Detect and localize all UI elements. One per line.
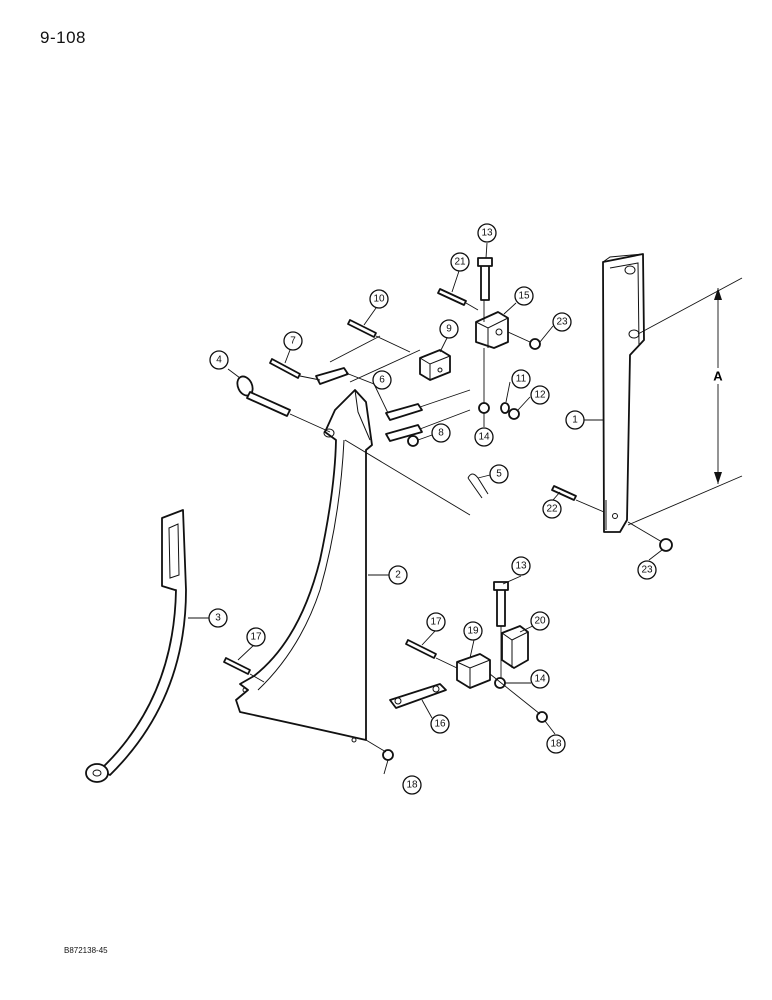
callout-2: 2: [388, 565, 408, 585]
lower-hardware: [223, 485, 577, 709]
callout-3: 3: [208, 608, 228, 628]
part-4-eye-bolt: [236, 375, 291, 417]
svg-text:13: 13: [515, 561, 527, 572]
part-1-shank: [602, 253, 645, 533]
svg-text:20: 20: [534, 616, 546, 627]
callout-22: 22: [542, 499, 562, 519]
page-number: 9-108: [40, 28, 86, 47]
assembly-lines: [249, 300, 663, 753]
callout-13-upper: 13: [477, 223, 497, 243]
svg-text:10: 10: [373, 294, 385, 305]
part-3-curved-guard: [85, 509, 187, 783]
callout-6: 6: [372, 370, 392, 390]
callout-23-upper: 23: [552, 312, 572, 332]
callout-19: 19: [463, 621, 483, 641]
svg-text:2: 2: [395, 570, 401, 581]
callout-20: 20: [530, 611, 550, 631]
callout-17-right: 17: [426, 612, 446, 632]
svg-text:16: 16: [434, 719, 446, 730]
svg-text:8: 8: [438, 428, 444, 439]
part-9-block: [419, 349, 451, 381]
svg-text:18: 18: [550, 739, 562, 750]
svg-text:9: 9: [446, 324, 452, 335]
bolts-upper: [269, 288, 467, 379]
svg-text:17: 17: [430, 617, 442, 628]
svg-text:14: 14: [478, 432, 490, 443]
callout-23-lower: 23: [637, 560, 657, 580]
callouts: 1 2 3 4 5 6 7 8 9 10 11 12 13 13 14 14 1…: [208, 223, 657, 795]
callout-15: 15: [514, 286, 534, 306]
svg-text:21: 21: [454, 257, 466, 268]
svg-text:15: 15: [518, 291, 530, 302]
callout-9: 9: [439, 319, 459, 339]
figure-code: B872138-45: [64, 946, 108, 955]
svg-text:23: 23: [556, 317, 568, 328]
callout-leaders: [188, 242, 663, 775]
dimension-label: A: [713, 369, 723, 384]
callout-21: 21: [450, 252, 470, 272]
svg-text:6: 6: [379, 375, 385, 386]
dimension-a: A: [627, 277, 743, 526]
callout-13-lower: 13: [511, 556, 531, 576]
callout-18-right: 18: [546, 734, 566, 754]
part-6-links: [315, 367, 423, 442]
svg-text:1: 1: [572, 415, 578, 426]
part-5-clip: [467, 473, 489, 499]
svg-text:17: 17: [250, 632, 262, 643]
callout-16: 16: [430, 714, 450, 734]
svg-text:19: 19: [467, 626, 479, 637]
svg-text:3: 3: [215, 613, 221, 624]
part-13-upper-bolt: [477, 257, 493, 301]
svg-text:5: 5: [496, 469, 502, 480]
callout-7: 7: [283, 331, 303, 351]
part-2-bracket: [235, 389, 373, 743]
callout-11: 11: [511, 369, 531, 389]
callout-1: 1: [565, 410, 585, 430]
callout-10: 10: [369, 289, 389, 309]
svg-text:4: 4: [216, 355, 222, 366]
callout-18-left: 18: [402, 775, 422, 795]
svg-text:14: 14: [534, 674, 546, 685]
svg-text:18: 18: [406, 780, 418, 791]
part-15-clevis: [475, 311, 509, 349]
svg-text:13: 13: [481, 228, 493, 239]
svg-text:12: 12: [534, 390, 546, 401]
callout-14-upper: 14: [474, 427, 494, 447]
svg-text:11: 11: [516, 374, 527, 385]
svg-text:7: 7: [290, 336, 296, 347]
callout-14-lower: 14: [530, 669, 550, 689]
callout-8: 8: [431, 423, 451, 443]
callout-5: 5: [489, 464, 509, 484]
svg-text:23: 23: [641, 565, 653, 576]
callout-4: 4: [209, 350, 229, 370]
callout-17-left: 17: [246, 627, 266, 647]
callout-12: 12: [530, 385, 550, 405]
svg-text:22: 22: [546, 504, 558, 515]
